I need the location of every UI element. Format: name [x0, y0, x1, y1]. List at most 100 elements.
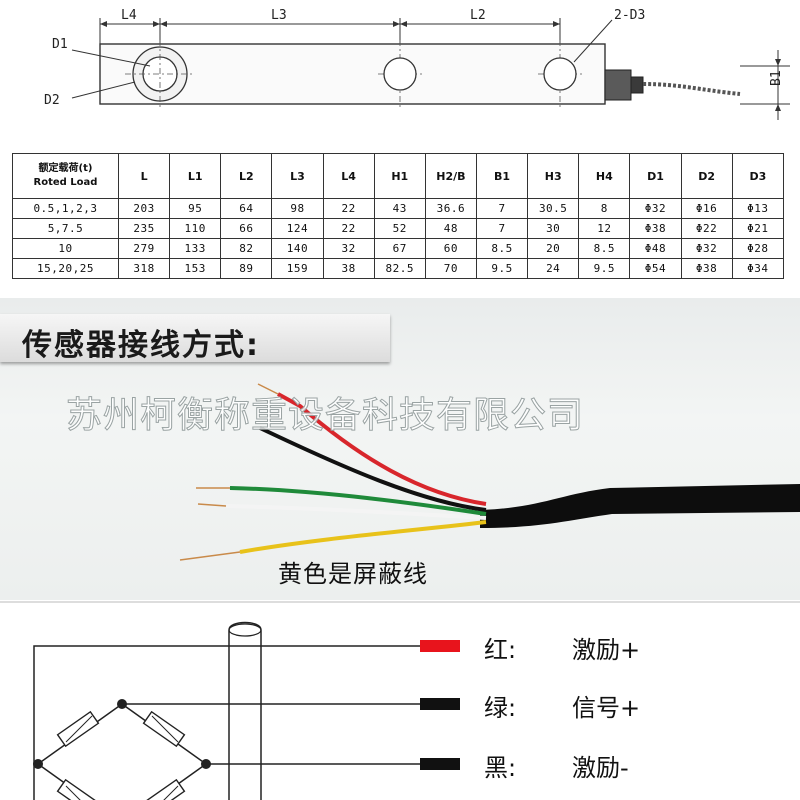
table-cell: 140	[271, 238, 324, 259]
table-cell: 70	[424, 258, 477, 279]
table-cell: 110	[169, 218, 222, 239]
table-cell: Φ34	[731, 258, 785, 279]
table-cell: Φ48	[629, 238, 682, 259]
dim-b1: B1	[769, 70, 784, 86]
load-hole-2	[543, 57, 577, 91]
table-cell: 32	[322, 238, 375, 259]
dim-d1: D1	[52, 37, 68, 52]
table-cell: 8	[578, 198, 631, 219]
table-cell: 133	[169, 238, 222, 259]
cable-gland	[604, 69, 632, 101]
wire-green	[229, 486, 487, 516]
table-cell: 124	[271, 218, 324, 239]
table-cell: Φ38	[629, 218, 682, 239]
table-cell: 48	[424, 218, 477, 239]
table-cell: Φ16	[680, 198, 733, 219]
table-cell: Φ54	[629, 258, 682, 279]
wiring-diagram: 红: 激励+ 绿: 信号+ 黑: 激励-	[0, 600, 800, 800]
swatch-excitation-minus	[420, 758, 460, 770]
rated-load-cell: 0.5,1,2,3	[12, 198, 119, 219]
table-cell: 30.5	[527, 198, 580, 219]
cable-jacket	[480, 484, 800, 528]
cable	[642, 82, 741, 96]
bridge-circuit	[0, 601, 800, 800]
rated-load-cell: 5,7.5	[12, 218, 119, 239]
wire-white	[225, 504, 487, 520]
col-header: L3	[271, 153, 324, 199]
col-header: L2	[220, 153, 273, 199]
wire-function-excitation-minus: 激励-	[572, 754, 629, 782]
table-cell: 22	[322, 198, 375, 219]
wire-color-red: 红:	[484, 636, 517, 664]
table-cell: 95	[169, 198, 222, 219]
spec-table: 额定载荷(t) Roted Load L L1 L2 L3 L4 H1 H2/B…	[12, 153, 785, 279]
rated-load-cell: 10	[12, 238, 119, 259]
col-header: L1	[169, 153, 222, 199]
wire-function-excitation-plus: 激励+	[572, 636, 641, 664]
wire-color-green: 绿:	[484, 694, 517, 722]
table-cell: 98	[271, 198, 324, 219]
table-cell: 20	[527, 238, 580, 259]
table-cell: 52	[373, 218, 426, 239]
table-cell: 7	[475, 218, 529, 239]
table-cell: 43	[373, 198, 426, 219]
dim-d3: 2-D3	[614, 8, 645, 23]
table-cell: 279	[117, 238, 171, 259]
col-header: D3	[731, 153, 785, 199]
table-cell: Φ38	[680, 258, 733, 279]
rated-load-header-en: Roted Load	[33, 177, 98, 188]
dim-l4: L4	[121, 8, 137, 23]
table-cell: 22	[322, 218, 375, 239]
table-cell: 36.6	[424, 198, 477, 219]
table-cell: Φ32	[629, 198, 682, 219]
col-header: H4	[578, 153, 631, 199]
table-cell: Φ21	[731, 218, 785, 239]
swatch-signal-plus	[420, 698, 460, 710]
col-header: H3	[527, 153, 580, 199]
table-cell: 82	[220, 238, 273, 259]
table-cell: 60	[424, 238, 477, 259]
table-cell: 9.5	[475, 258, 529, 279]
table-header-row: 额定载荷(t) Roted Load L L1 L2 L3 L4 H1 H2/B…	[12, 153, 785, 199]
table-cell: 67	[373, 238, 426, 259]
table-cell: 7	[475, 198, 529, 219]
table-cell: 9.5	[578, 258, 631, 279]
wire-yellow	[239, 520, 487, 554]
load-cell-drawing: L4 L3 L2 2-D3 D1 D2 B1	[44, 8, 790, 120]
col-header: H2/B	[424, 153, 477, 199]
rated-load-header: 额定载荷(t) Roted Load	[12, 153, 119, 199]
wire-function-signal-plus: 信号+	[572, 694, 641, 722]
wire-red	[277, 392, 487, 506]
dim-d2: D2	[44, 93, 60, 108]
rated-load-header-cn: 额定载荷(t)	[38, 163, 93, 174]
table-cell: Φ22	[680, 218, 733, 239]
table-cell: 66	[220, 218, 273, 239]
table-cell: 89	[220, 258, 273, 279]
company-watermark: 苏州柯衡称重设备科技有限公司	[65, 395, 585, 437]
shield-wire-note: 黄色是屏蔽线	[278, 560, 428, 588]
table-cell: Φ32	[680, 238, 733, 259]
col-header: L	[117, 153, 171, 199]
table-cell: 30	[527, 218, 580, 239]
wire-photo: 传感器接线方式: 苏州柯衡称重设备科技有限公司 黄色是屏蔽线	[0, 298, 800, 600]
col-header: D1	[629, 153, 682, 199]
dim-l2: L2	[470, 8, 486, 23]
table-cell: 24	[527, 258, 580, 279]
table-cell: 12	[578, 218, 631, 239]
col-header: H1	[373, 153, 426, 199]
table-cell: 82.5	[373, 258, 426, 279]
table-cell: 159	[271, 258, 324, 279]
col-header: D2	[680, 153, 733, 199]
table-cell: 64	[220, 198, 273, 219]
table-cell: 8.5	[475, 238, 529, 259]
table-cell: 203	[117, 198, 171, 219]
table-cell: 38	[322, 258, 375, 279]
dim-l3: L3	[271, 8, 287, 23]
wiring-header-banner: 传感器接线方式:	[0, 314, 390, 363]
col-header: L4	[322, 153, 375, 199]
